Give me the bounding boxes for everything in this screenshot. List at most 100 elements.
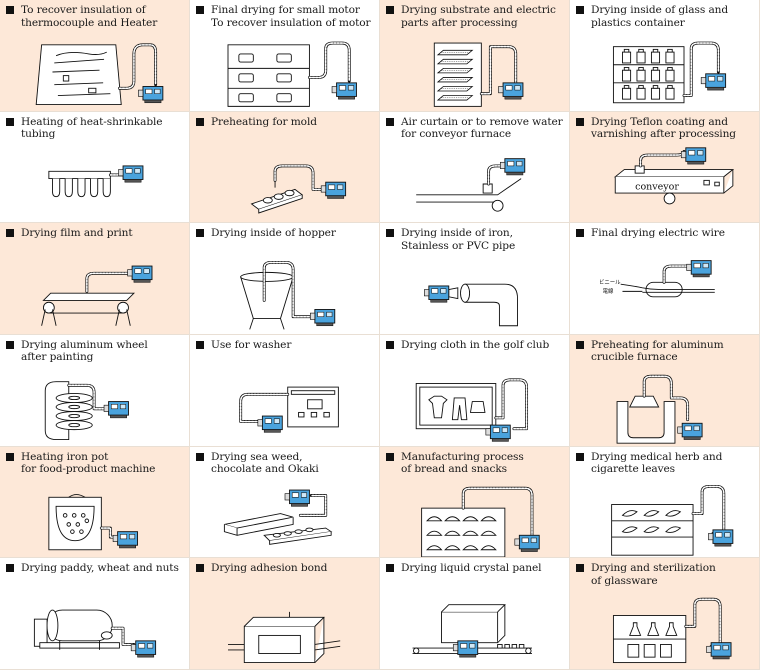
mold-plate-icon <box>190 146 379 222</box>
bullet-square-icon <box>576 340 584 349</box>
card-caption: Drying aluminum wheel after painting <box>6 339 185 364</box>
card-caption: Final drying for small motor To recover … <box>196 4 375 29</box>
card-caption: Drying film and print <box>6 227 185 240</box>
svg-text:ビニール: ビニール <box>599 278 621 286</box>
card-caption: Drying inside of iron, Stainless or PVC … <box>386 227 565 252</box>
card-caption: Drying cloth in the golf club <box>386 339 565 352</box>
card-caption: Drying inside of glass and plastics cont… <box>576 4 755 29</box>
electric-wire-icon: ビニール 電線 <box>570 257 759 333</box>
herb-shelf-icon <box>570 481 759 557</box>
application-card: Final drying electric wire ビニール 電線 <box>570 223 760 335</box>
application-card: Drying liquid crystal panel <box>380 558 570 670</box>
aluminum-wheel-icon <box>0 369 189 445</box>
conveyor-belt-icon: conveyor <box>570 146 759 222</box>
card-title: Drying and sterilization of glassware <box>591 562 716 587</box>
card-title: Heating of heat-shrinkable tubing <box>21 115 163 141</box>
iron-pot-icon <box>0 481 189 557</box>
card-caption: Manufacturing process of bread and snack… <box>386 451 565 476</box>
card-title: Drying cloth in the golf club <box>401 338 550 351</box>
pipe-elbow-icon <box>380 257 569 333</box>
card-title: Drying inside of glass and plastics cont… <box>591 4 729 29</box>
card-caption: Drying substrate and electric parts afte… <box>386 4 565 29</box>
card-title: Drying Teflon coating and varnishing aft… <box>591 115 736 141</box>
bullet-square-icon <box>576 229 584 238</box>
crucible-furnace-icon <box>570 369 759 445</box>
card-caption: Final drying electric wire <box>576 227 755 240</box>
glassware-cabinet-icon <box>570 592 759 668</box>
substrate-stack-icon <box>380 34 569 110</box>
bullet-square-icon <box>196 229 204 238</box>
card-title: Air curtain or to remove water for conve… <box>401 115 563 141</box>
application-card: Drying sea weed, chocolate and Okaki <box>190 446 380 559</box>
conveyor-furnace-icon <box>380 146 569 222</box>
bullet-square-icon <box>6 117 14 126</box>
card-title: Drying inside of hopper <box>211 227 336 240</box>
container-shelf-icon <box>570 34 759 110</box>
card-title: Drying sea weed, chocolate and Okaki <box>211 450 319 476</box>
bullet-square-icon <box>6 229 14 238</box>
bullet-square-icon <box>386 6 394 14</box>
bullet-square-icon <box>386 564 394 573</box>
card-title: Drying substrate and electric parts afte… <box>401 4 556 29</box>
bullet-square-icon <box>576 452 584 461</box>
card-title: Drying medical herb and cigarette leaves <box>591 450 723 476</box>
card-caption: Drying liquid crystal panel <box>386 562 565 575</box>
card-title: Drying inside of iron, Stainless or PVC … <box>401 227 516 252</box>
application-card: Air curtain or to remove water for conve… <box>380 111 570 224</box>
bullet-square-icon <box>6 340 14 349</box>
application-card: Drying and sterilization of glassware <box>570 558 760 670</box>
bullet-square-icon <box>386 340 394 349</box>
application-card: Preheating for aluminum crucible furnace <box>570 334 760 447</box>
card-title: Use for washer <box>211 338 292 351</box>
card-caption: Preheating for aluminum crucible furnace <box>576 339 755 364</box>
card-caption: Use for washer <box>196 339 375 352</box>
motor-rack-icon <box>190 34 379 110</box>
card-caption: Preheating for mold <box>196 116 375 129</box>
card-caption: Drying Teflon coating and varnishing aft… <box>576 116 755 141</box>
cloth-rack-icon <box>380 369 569 445</box>
bullet-square-icon <box>576 6 584 14</box>
shrink-tubing-icon <box>0 146 189 222</box>
card-caption: Air curtain or to remove water for conve… <box>386 116 565 141</box>
card-title: Drying liquid crystal panel <box>401 562 542 575</box>
washer-machine-icon <box>190 369 379 445</box>
bullet-square-icon <box>386 452 394 461</box>
bullet-square-icon <box>576 564 584 573</box>
rotary-drum-icon <box>0 592 189 668</box>
bullet-square-icon <box>6 452 14 461</box>
application-card: Drying cloth in the golf club <box>380 334 570 447</box>
bullet-square-icon <box>386 229 394 238</box>
bullet-square-icon <box>576 117 584 126</box>
application-card: Drying Teflon coating and varnishing aft… <box>570 111 760 224</box>
card-caption: Heating iron pot for food-product machin… <box>6 451 185 476</box>
hopper-icon <box>190 257 379 333</box>
bullet-square-icon <box>196 340 204 349</box>
film-roller-icon <box>0 257 189 333</box>
thermocouple-board-icon <box>0 34 189 110</box>
application-card: Final drying for small motor To recover … <box>190 0 380 112</box>
bullet-square-icon <box>196 117 204 126</box>
card-caption: Drying sea weed, chocolate and Okaki <box>196 451 375 476</box>
bullet-square-icon <box>196 564 204 573</box>
application-card: Drying adhesion bond <box>190 558 380 670</box>
card-title: Manufacturing process of bread and snack… <box>401 450 524 476</box>
card-caption: Drying paddy, wheat and nuts <box>6 562 185 575</box>
card-title: Drying film and print <box>21 227 133 240</box>
bullet-square-icon <box>386 117 394 126</box>
bond-oven-icon <box>190 592 379 668</box>
application-card: Preheating for mold <box>190 111 380 224</box>
application-card: Drying inside of iron, Stainless or PVC … <box>380 223 570 335</box>
application-card: Use for washer <box>190 334 380 447</box>
card-title: Heating iron pot for food-product machin… <box>21 450 156 476</box>
card-caption: Drying medical herb and cigarette leaves <box>576 451 755 476</box>
card-title: Drying aluminum wheel after painting <box>21 338 148 364</box>
application-card: To recover insulation of thermocouple an… <box>0 0 190 112</box>
bullet-square-icon <box>6 6 14 14</box>
bullet-square-icon <box>6 564 14 573</box>
application-card: Heating of heat-shrinkable tubing <box>0 111 190 224</box>
card-title: Final drying for small motor To recover … <box>211 4 371 29</box>
card-title: Final drying electric wire <box>591 227 725 240</box>
card-caption: Drying inside of hopper <box>196 227 375 240</box>
svg-text:conveyor: conveyor <box>635 181 679 192</box>
bullet-square-icon <box>196 6 204 14</box>
